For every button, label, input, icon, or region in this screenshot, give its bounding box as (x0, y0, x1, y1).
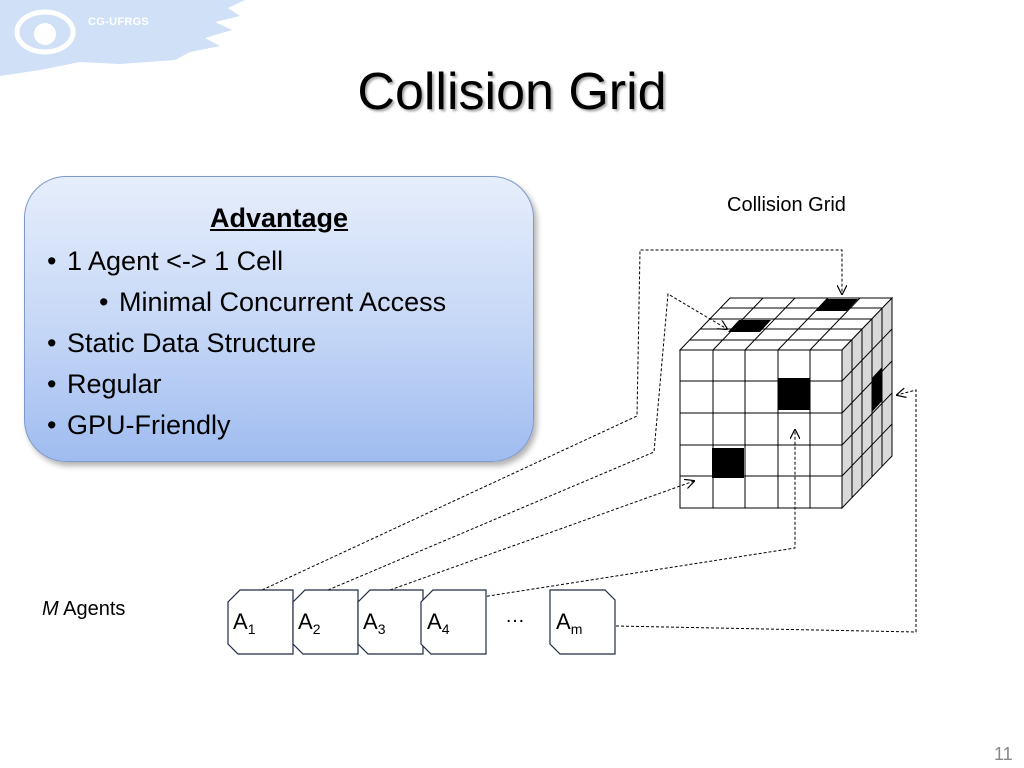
agent-label-am: Am (556, 609, 583, 637)
agent-card (292, 589, 359, 655)
occupied-cell (815, 299, 858, 311)
agents-ellipsis: … (505, 605, 525, 627)
occupied-cell (712, 448, 744, 478)
bullet-icon: • (99, 287, 109, 317)
occupied-cell (778, 378, 810, 410)
agent-cell-connectors (261, 249, 917, 633)
agent-label-a2: A2 (298, 609, 321, 637)
advantage-item-text: Regular (67, 369, 162, 399)
advantage-heading: Advantage (209, 203, 349, 233)
slide-title: Collision Grid (357, 63, 667, 121)
agent-card (227, 589, 294, 655)
cg-ufrgs-logo: CG-UFRGS (0, 0, 250, 80)
agent-cards (227, 589, 616, 655)
page-number: 11 (994, 744, 1013, 764)
advantage-item-text: GPU-Friendly (67, 410, 231, 440)
advantage-list: • 1 Agent <-> 1 Cell • Minimal Concurrent … (47, 241, 446, 446)
advantage-item: • Regular (47, 364, 446, 405)
cube-side-face (841, 296, 893, 510)
advantage-subitem: • Minimal Concurrent Access (47, 282, 446, 323)
agent-card (420, 589, 487, 655)
advantage-item: • Static Data Structure (47, 323, 446, 364)
m-agents-label: M Agents (42, 598, 125, 621)
agent-label-a4: A4 (427, 609, 450, 637)
connector-am (615, 390, 917, 633)
bullet-icon: • (47, 246, 57, 276)
agent-card (357, 589, 424, 655)
occupied-cell (872, 367, 882, 412)
advantage-box: Advantage • 1 Agent <-> 1 Cell • Minimal C… (24, 176, 534, 462)
bullet-icon: • (47, 328, 57, 358)
m-variable: M (42, 598, 59, 620)
advantage-item-text: Static Data Structure (67, 328, 317, 358)
collision-grid-label: Collision Grid (727, 194, 846, 216)
agent-label-a3: A3 (363, 609, 386, 637)
agent-label-a1: A1 (233, 609, 256, 637)
bullet-icon: • (47, 369, 57, 399)
agents-text: Agents (58, 598, 126, 620)
connector-a1 (261, 249, 842, 591)
advantage-item-text: 1 Agent <-> 1 Cell (67, 246, 284, 276)
advantage-item: • GPU-Friendly (47, 405, 446, 446)
logo-text: CG-UFRGS (88, 16, 150, 28)
connector-a2 (327, 293, 727, 591)
agent-card (549, 589, 616, 655)
cube-front-face (679, 349, 843, 509)
advantage-item: • 1 Agent <-> 1 Cell (47, 241, 446, 282)
connector-a4 (481, 430, 795, 598)
bullet-icon: • (47, 410, 57, 440)
advantage-item-text: Minimal Concurrent Access (119, 287, 447, 317)
connector-a3 (389, 481, 694, 591)
occupied-cell (728, 320, 771, 332)
